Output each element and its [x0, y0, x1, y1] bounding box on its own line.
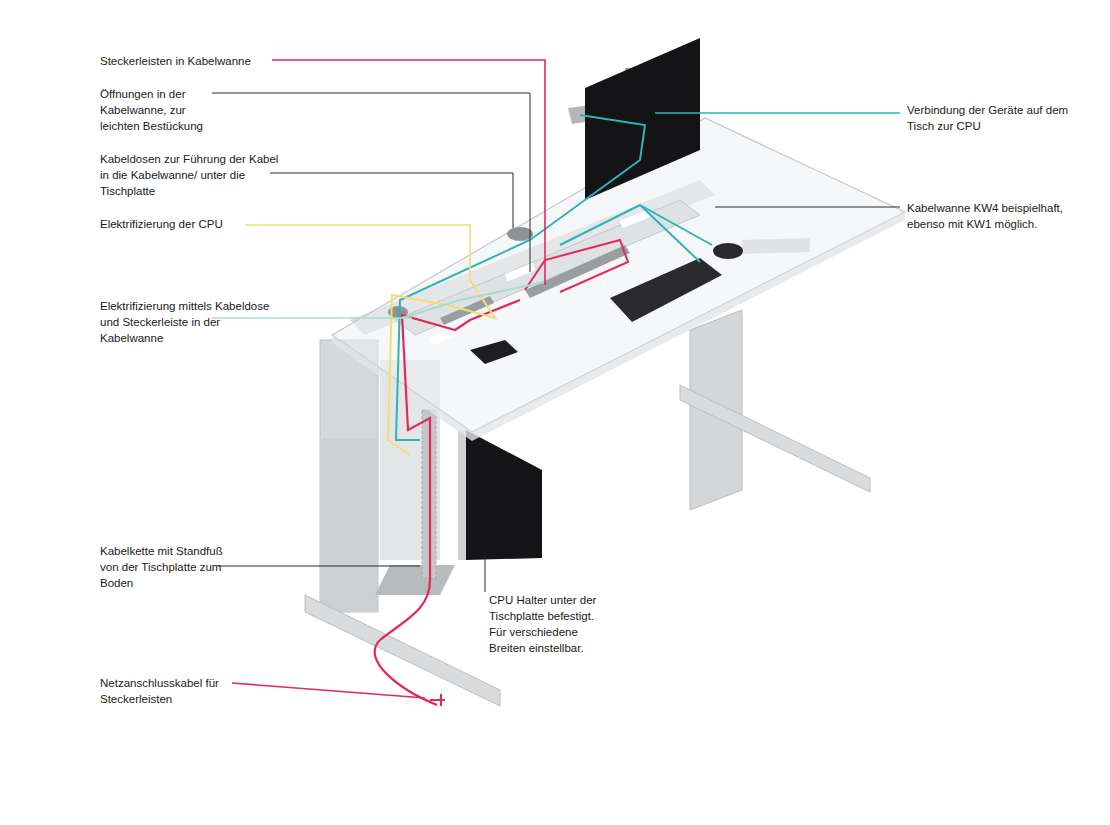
- desk-foot: [305, 595, 500, 706]
- plug-symbol: [430, 694, 445, 706]
- socket-wire: [402, 282, 545, 318]
- cable-grommet: [507, 227, 533, 241]
- data-wire: [396, 115, 645, 440]
- leader-line: [218, 566, 420, 567]
- leader-line: [655, 112, 900, 114]
- mouse: [713, 243, 743, 259]
- desk-foot: [680, 385, 870, 492]
- desk-leg-lower: [320, 438, 378, 612]
- leader-line: [212, 317, 412, 319]
- callout-text: CPU Halter unter der Tischplatte befesti…: [489, 592, 614, 656]
- callout-text: Steckerleisten in Kabelwanne: [100, 53, 275, 69]
- callout-text: Kabeldosen zur Führung der Kabel in die …: [100, 151, 280, 199]
- desk-leg: [320, 340, 378, 612]
- cpu-tower: [466, 430, 542, 560]
- callout-text: Netzanschlusskabel für Steckerleisten: [100, 675, 235, 707]
- leader-line: [245, 225, 470, 280]
- callout-text: Verbindung der Geräte auf dem Tisch zur …: [907, 102, 1077, 134]
- leader-line: [485, 555, 486, 592]
- power-strip: [525, 245, 630, 298]
- callout-text: Elektrifizierung mittels Kabeldose und S…: [100, 298, 275, 346]
- callout-text: Kabelkette mit Standfuß von der Tischpla…: [100, 543, 230, 591]
- power-wire: [525, 240, 628, 292]
- phone: [470, 340, 518, 364]
- keyboard: [610, 258, 722, 322]
- cable-tray: [395, 200, 700, 335]
- tray-opening: [505, 263, 536, 282]
- data-wire: [560, 205, 712, 262]
- leader-line: [715, 207, 900, 208]
- leader-line: [270, 173, 513, 228]
- callout-text: Kabelwanne KW4 beispielhaft, ebenso mit …: [907, 200, 1077, 232]
- leader-line: [212, 93, 530, 272]
- callout-text: Öffnungen in der Kabelwanne, zur leichte…: [100, 86, 225, 134]
- chain-stand: [375, 565, 455, 595]
- leader-line: [232, 683, 425, 698]
- callout-text: Elektrifizierung der CPU: [100, 216, 250, 232]
